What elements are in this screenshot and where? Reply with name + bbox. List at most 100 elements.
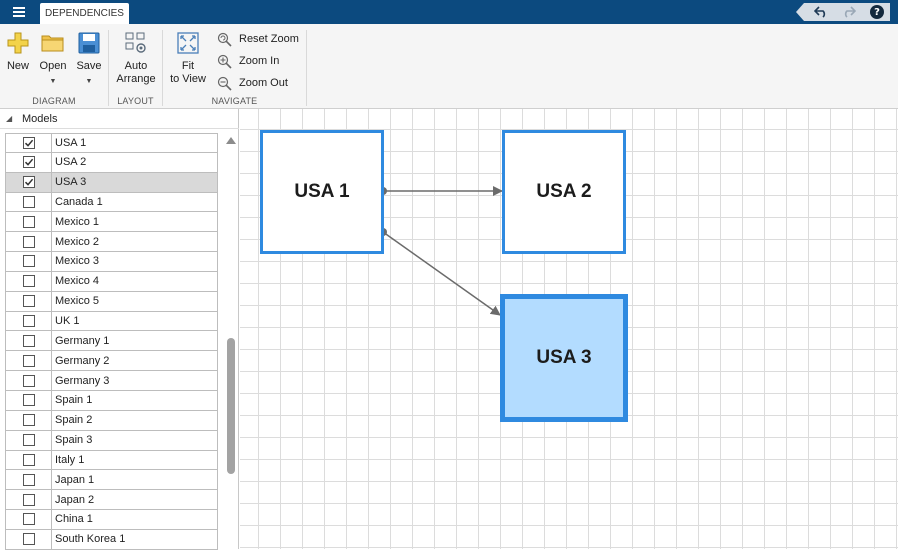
- edge-usa1-usa2[interactable]: [379, 186, 503, 196]
- model-checkbox[interactable]: [22, 533, 35, 546]
- model-checkbox[interactable]: [22, 295, 35, 308]
- model-name: Mexico 5: [55, 295, 100, 308]
- zoom-out-icon: [216, 75, 232, 91]
- node-usa-3[interactable]: USA 3: [500, 294, 628, 422]
- checkbox-cell: [6, 371, 52, 390]
- checkbox-cell: [6, 212, 52, 232]
- model-checkbox[interactable]: [22, 215, 35, 228]
- checkbox-cell: [6, 410, 52, 430]
- collapse-triangle-icon: ◢: [6, 114, 13, 123]
- model-checkbox[interactable]: [22, 315, 35, 328]
- model-checkbox[interactable]: [22, 473, 35, 486]
- plus-icon: [5, 30, 31, 56]
- checkbox-cell: [6, 252, 52, 271]
- model-name: Germany 1: [55, 334, 110, 347]
- model-checkbox[interactable]: [22, 176, 35, 189]
- list-item[interactable]: Mexico 3: [5, 252, 218, 272]
- list-item[interactable]: Canada 1: [5, 192, 218, 213]
- model-list: USA 1 USA 2 USA 3 Canada 1 Mexico 1 Mexico 2 M…: [5, 133, 218, 550]
- model-checkbox[interactable]: [22, 136, 35, 149]
- new-button[interactable]: New: [4, 30, 32, 73]
- checkbox-cell: [6, 470, 52, 490]
- list-item[interactable]: Spain 1: [5, 390, 218, 411]
- model-name: Spain 3: [55, 434, 93, 447]
- zoom-out-button[interactable]: Zoom Out: [216, 74, 288, 92]
- chevron-down-icon: ▼: [49, 78, 57, 85]
- list-item[interactable]: USA 1: [5, 133, 218, 153]
- model-checkbox[interactable]: [22, 434, 35, 447]
- list-item[interactable]: Mexico 5: [5, 291, 218, 312]
- model-name: Canada 1: [55, 195, 103, 208]
- hamburger-menu-icon[interactable]: [6, 0, 32, 24]
- model-name: China 1: [55, 513, 93, 526]
- help-button[interactable]: ?: [866, 3, 888, 21]
- model-name: Spain 1: [55, 394, 93, 407]
- model-checkbox[interactable]: [22, 394, 35, 407]
- model-checkbox[interactable]: [22, 275, 35, 288]
- list-item[interactable]: Spain 3: [5, 430, 218, 451]
- model-name: USA 3: [55, 176, 87, 189]
- model-checkbox[interactable]: [22, 513, 35, 526]
- model-checkbox[interactable]: [22, 414, 35, 427]
- model-checkbox[interactable]: [22, 334, 35, 347]
- list-item[interactable]: Italy 1: [5, 450, 218, 471]
- tab-dependencies[interactable]: DEPENDENCIES: [40, 3, 129, 24]
- scrollbar-thumb[interactable]: [227, 338, 235, 474]
- model-checkbox[interactable]: [22, 453, 35, 466]
- checkbox-cell: [6, 430, 52, 450]
- undo-icon[interactable]: [810, 3, 832, 21]
- model-checkbox[interactable]: [22, 354, 35, 367]
- zoom-in-button[interactable]: Zoom In: [216, 52, 279, 70]
- edge-usa1-usa3[interactable]: [379, 228, 501, 316]
- node-usa-2[interactable]: USA 2: [502, 130, 626, 254]
- model-checkbox[interactable]: [22, 195, 35, 208]
- redo-icon[interactable]: [838, 3, 860, 21]
- checkbox-cell: [6, 331, 52, 351]
- auto-arrange-button[interactable]: Auto Arrange: [113, 30, 159, 86]
- models-panel-header[interactable]: ◢ Models: [0, 109, 239, 129]
- model-name: Mexico 2: [55, 235, 100, 248]
- diagram-canvas[interactable]: USA 1 USA 2 USA 3: [240, 109, 898, 549]
- list-item[interactable]: Germany 1: [5, 331, 218, 352]
- list-item[interactable]: Germany 2: [5, 351, 218, 372]
- list-item[interactable]: UK 1: [5, 311, 218, 332]
- fit-to-view-button[interactable]: Fit to View: [167, 30, 209, 86]
- list-item[interactable]: Mexico 2: [5, 232, 218, 253]
- model-name: Spain 2: [55, 414, 93, 427]
- model-name: Germany 2: [55, 354, 110, 367]
- checkbox-cell: [6, 271, 52, 291]
- open-button[interactable]: Open ▼: [37, 30, 69, 88]
- save-button[interactable]: Save ▼: [75, 30, 103, 88]
- auto-arrange-icon: [123, 30, 149, 56]
- scroll-up-arrow-icon[interactable]: [226, 137, 236, 144]
- list-item[interactable]: Mexico 1: [5, 212, 218, 233]
- list-item[interactable]: Mexico 4: [5, 271, 218, 292]
- model-name: UK 1: [55, 315, 80, 328]
- model-checkbox[interactable]: [22, 493, 35, 506]
- fit-to-view-icon: [175, 30, 201, 56]
- node-usa-1[interactable]: USA 1: [260, 130, 384, 254]
- list-item[interactable]: USA 3: [5, 172, 218, 193]
- zoom-in-icon: [216, 53, 232, 69]
- model-checkbox[interactable]: [22, 255, 35, 268]
- model-checkbox[interactable]: [22, 156, 35, 169]
- model-checkbox[interactable]: [22, 374, 35, 387]
- app-title-bar: DEPENDENCIES ?: [0, 0, 898, 24]
- list-item[interactable]: South Korea 1: [5, 529, 218, 550]
- checkbox-cell: [6, 529, 52, 549]
- list-item[interactable]: Japan 1: [5, 470, 218, 491]
- model-name: South Korea 1: [55, 533, 126, 546]
- list-item[interactable]: Spain 2: [5, 410, 218, 431]
- save-icon: [76, 30, 102, 56]
- reset-zoom-button[interactable]: Reset Zoom: [216, 30, 299, 48]
- navigate-section: Fit to View Reset Zoom Zoom In Zoom Ou: [163, 30, 307, 106]
- model-name: Mexico 3: [55, 255, 100, 268]
- list-item[interactable]: Germany 3: [5, 371, 218, 391]
- model-name: USA 2: [55, 156, 87, 169]
- list-item[interactable]: China 1: [5, 510, 218, 530]
- list-item[interactable]: Japan 2: [5, 490, 218, 511]
- model-checkbox[interactable]: [22, 235, 35, 248]
- checkbox-cell: [6, 351, 52, 371]
- list-item[interactable]: USA 2: [5, 152, 218, 173]
- checkbox-cell: [6, 390, 52, 410]
